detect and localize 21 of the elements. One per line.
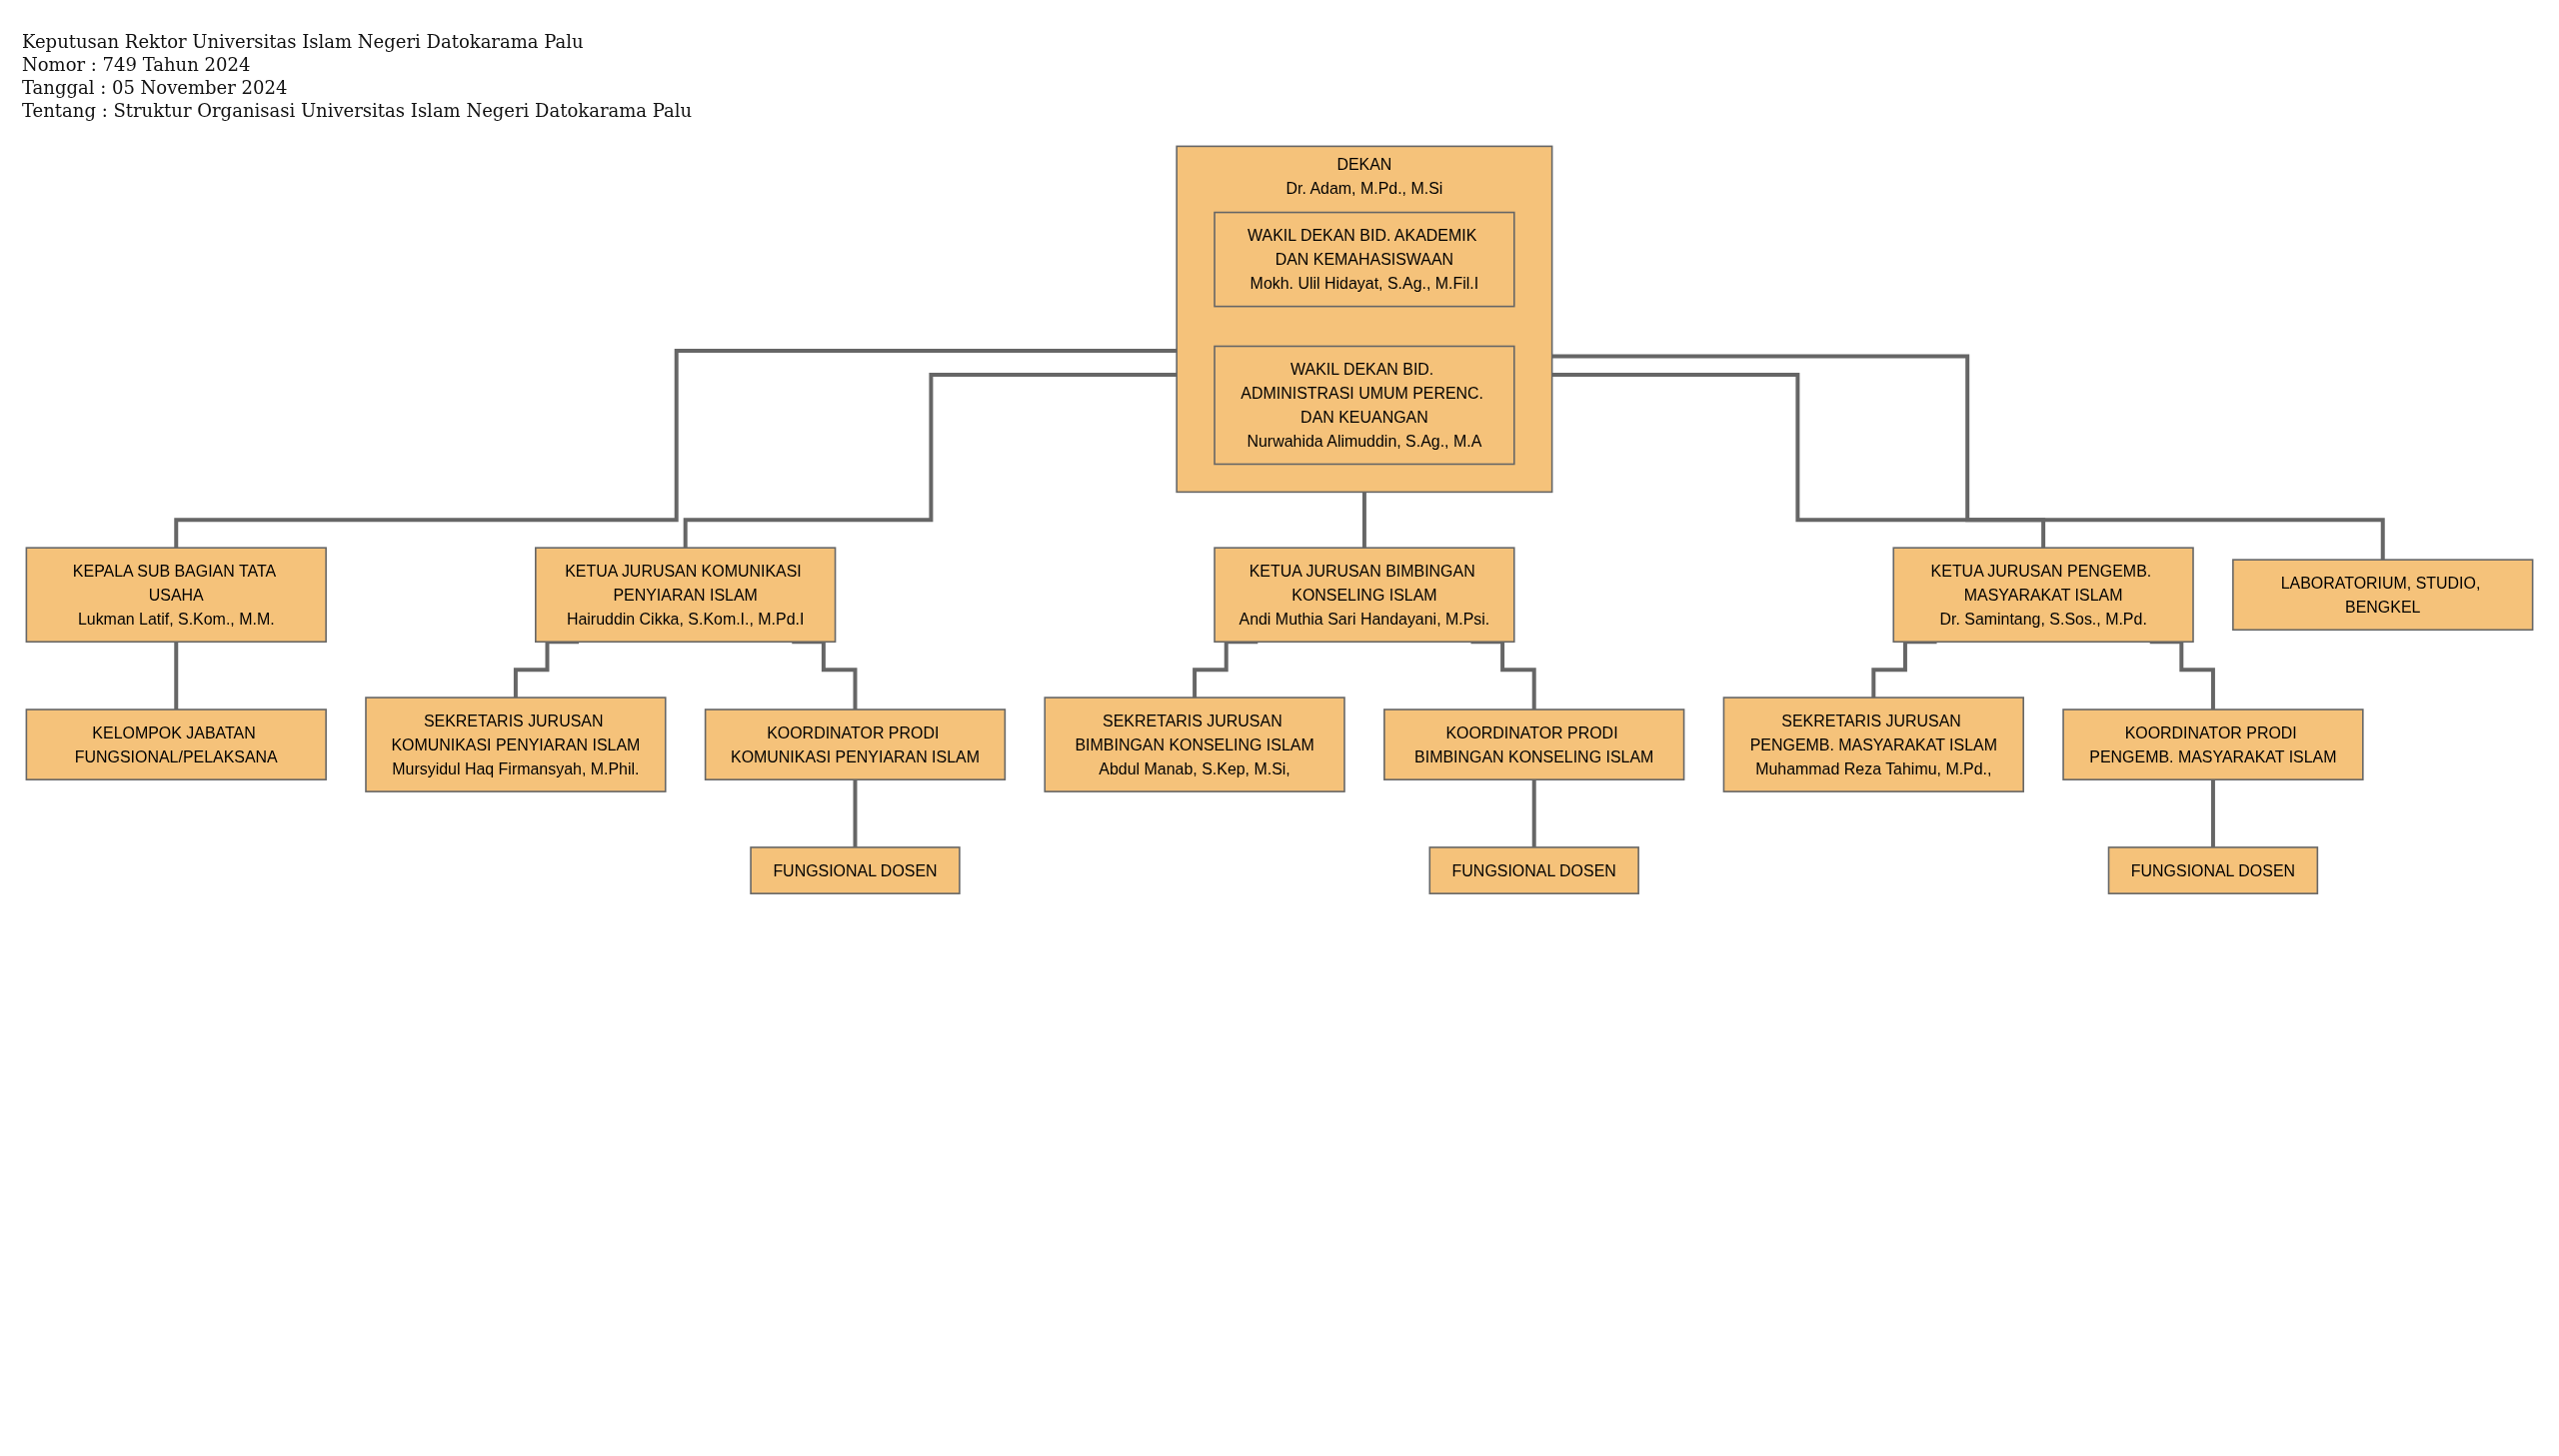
node-box: KOORDINATOR PRODI BIMBINGAN KONSELING ISLAM: [1383, 709, 1685, 780]
node-box: FUNGSIONAL DOSEN: [1428, 846, 1639, 894]
node-box: KOORDINATOR PRODI PENGEMB. MASYARAKAT ISLAM: [2062, 709, 2364, 780]
node-box: KOORDINATOR PRODI KOMUNIKASI PENYIARAN ISLAM: [704, 709, 1007, 780]
node-box: FUNGSIONAL DOSEN: [2107, 846, 2319, 894]
header-note: Tentang : Struktur Organisasi Universitas Islam Negeri Datokarama Palu: [22, 99, 693, 122]
node-box: SEKRETARIS JURUSAN KOMUNIKASI PENYIARAN ISLAM Mursyidul Haq Firmansyah, M.Phil.: [365, 697, 667, 792]
header-note: Nomor : 749 Tahun 2024: [22, 53, 252, 76]
node-box: SEKRETARIS JURUSAN BIMBINGAN KONSELING ISLAM Abdul Manab, S.Kep, M.Si,: [1044, 697, 1345, 792]
header-note: Keputusan Rektor Universitas Islam Negeri Datokarama Palu: [22, 30, 585, 53]
node-box: KETUA JURUSAN PENGEMB. MASYARAKAT ISLAM Dr. Samintang, S.Sos., M.Pd.: [1892, 547, 2194, 644]
node-box: WAKIL DEKAN BID. AKADEMIK DAN KEMAHASISWAAN Mokh. Ulil Hidayat, S.Ag., M.Fil.I: [1214, 211, 1515, 308]
node-box: KELOMPOK JABATAN FUNGSIONAL/PELAKSANA: [25, 709, 327, 780]
node-box: KEPALA SUB BAGIAN TATA USAHA Lukman Latif, S.Kom., M.M.: [25, 547, 327, 644]
node-box: WAKIL DEKAN BID. ADMINISTRASI UMUM PERENC. DAN KEUANGAN Nurwahida Alimuddin, S.Ag., M.A: [1214, 345, 1515, 466]
node-box: KETUA JURUSAN KOMUNIKASI PENYIARAN ISLAM Hairuddin Cikka, S.Kom.I., M.Pd.I: [535, 547, 837, 644]
node-box: SEKRETARIS JURUSAN PENGEMB. MASYARAKAT ISLAM Muhammad Reza Tahimu, M.Pd.,: [1722, 697, 2024, 792]
node-box: FUNGSIONAL DOSEN: [750, 846, 961, 894]
node-box: KETUA JURUSAN BIMBINGAN KONSELING ISLAM Andi Muthia Sari Handayani, M.Psi.: [1214, 547, 1515, 644]
node-box: LABORATORIUM, STUDIO, BENGKEL: [2232, 559, 2534, 632]
header-note: Tanggal : 05 November 2024: [22, 76, 289, 99]
